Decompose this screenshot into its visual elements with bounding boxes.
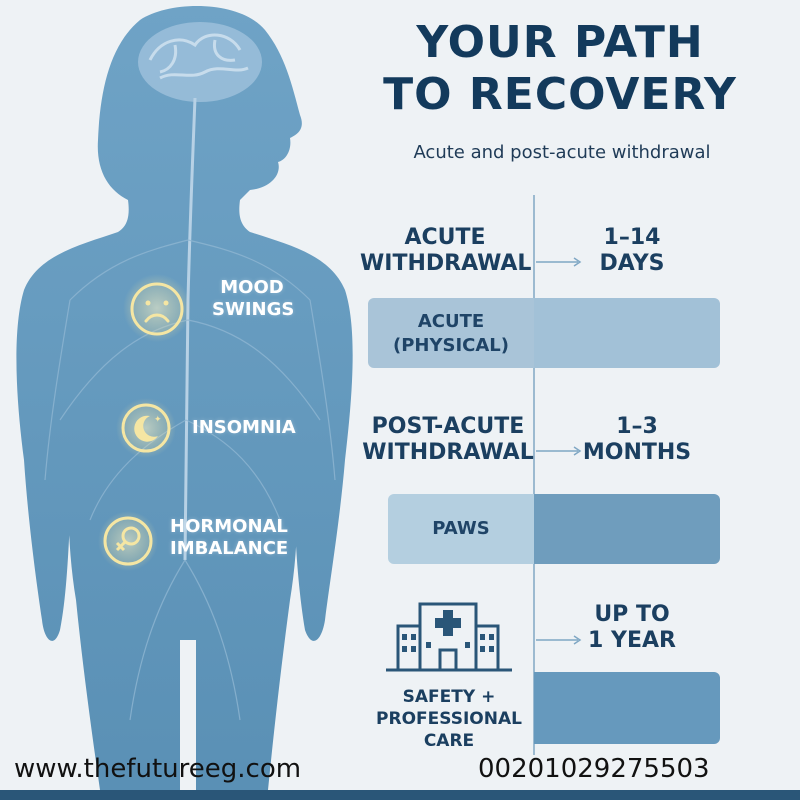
symptom-insomnia: INSOMNIA bbox=[192, 417, 296, 439]
bar-label-line: PAWS bbox=[432, 518, 490, 539]
moon-stars-icon: ✦ bbox=[121, 403, 171, 453]
symptom-label: MOOD bbox=[220, 277, 284, 298]
body-silhouette bbox=[16, 6, 353, 791]
bottom-strip bbox=[0, 790, 800, 800]
symptom-hormonal-imbalance: HORMONAL IMBALANCE bbox=[170, 516, 288, 560]
stage-label-line: ACUTE bbox=[404, 225, 486, 250]
stage-label-line: PROFESSIONAL bbox=[376, 709, 522, 729]
sad-face-icon bbox=[130, 282, 184, 336]
page-title: YOUR PATH bbox=[416, 17, 704, 68]
stage-label-line: CARE bbox=[423, 731, 475, 751]
arrow-icon bbox=[536, 257, 582, 267]
duration-line: UP TO bbox=[594, 602, 670, 627]
symptom-label: INSOMNIA bbox=[192, 417, 296, 438]
duration-line: DAYS bbox=[599, 251, 665, 276]
bar-label-line: (PHYSICAL) bbox=[392, 335, 509, 356]
symptom-label: HORMONAL bbox=[170, 516, 288, 537]
subtitle: Acute and post-acute withdrawal bbox=[413, 142, 711, 163]
symptom-label: SWINGS bbox=[212, 299, 295, 320]
duration-line: 1–14 bbox=[603, 225, 661, 250]
website-url[interactable]: www.thefutureeg.com bbox=[14, 754, 302, 784]
bar-label-line: ACUTE bbox=[417, 311, 485, 332]
bar-segment-dark bbox=[534, 672, 720, 744]
stage-duration-post-acute: 1–3 MONTHS bbox=[572, 414, 702, 466]
page-title-line2: TO RECOVERY bbox=[383, 69, 737, 120]
stage-label-acute: ACUTE WITHDRAWAL bbox=[360, 225, 532, 277]
stage-label-post-acute: POST-ACUTE WITHDRAWAL bbox=[360, 414, 536, 466]
stage-label-line: POST-ACUTE bbox=[371, 414, 525, 439]
bar-segment-dark bbox=[534, 494, 720, 564]
female-symbol-icon bbox=[103, 516, 153, 566]
duration-line: MONTHS bbox=[582, 440, 692, 465]
bar-segment-light bbox=[368, 298, 534, 368]
bar-segment-dark bbox=[534, 298, 720, 368]
stage-bar-safety bbox=[534, 672, 720, 744]
hospital-icon bbox=[386, 602, 512, 672]
svg-text:✦: ✦ bbox=[154, 415, 162, 425]
stage-label-safety: SAFETY + PROFESSIONAL CARE bbox=[364, 686, 534, 752]
symptom-label: IMBALANCE bbox=[170, 538, 289, 559]
arrow-icon bbox=[536, 446, 582, 456]
arrow-icon bbox=[536, 635, 582, 645]
stage-label-line: WITHDRAWAL bbox=[360, 251, 532, 276]
duration-line: 1–3 bbox=[616, 414, 658, 439]
bar-segment-light bbox=[388, 494, 534, 564]
duration-line: 1 YEAR bbox=[588, 628, 676, 653]
symptom-mood-swings: MOOD SWINGS bbox=[212, 277, 295, 321]
stage-bar-label-acute: ACUTE (PHYSICAL) bbox=[368, 310, 534, 358]
stage-duration-safety: UP TO 1 YEAR bbox=[572, 602, 692, 654]
stage-duration-acute: 1–14 DAYS bbox=[572, 225, 692, 277]
stage-label-line: SAFETY + bbox=[402, 687, 496, 707]
stage-bar-paws bbox=[388, 494, 720, 564]
stage-bar-acute bbox=[368, 298, 720, 368]
stage-label-line: WITHDRAWAL bbox=[362, 440, 534, 465]
stage-bar-label-paws: PAWS bbox=[388, 517, 534, 541]
timeline-axis bbox=[533, 195, 535, 755]
phone-number[interactable]: 00201029275503 bbox=[478, 754, 710, 784]
